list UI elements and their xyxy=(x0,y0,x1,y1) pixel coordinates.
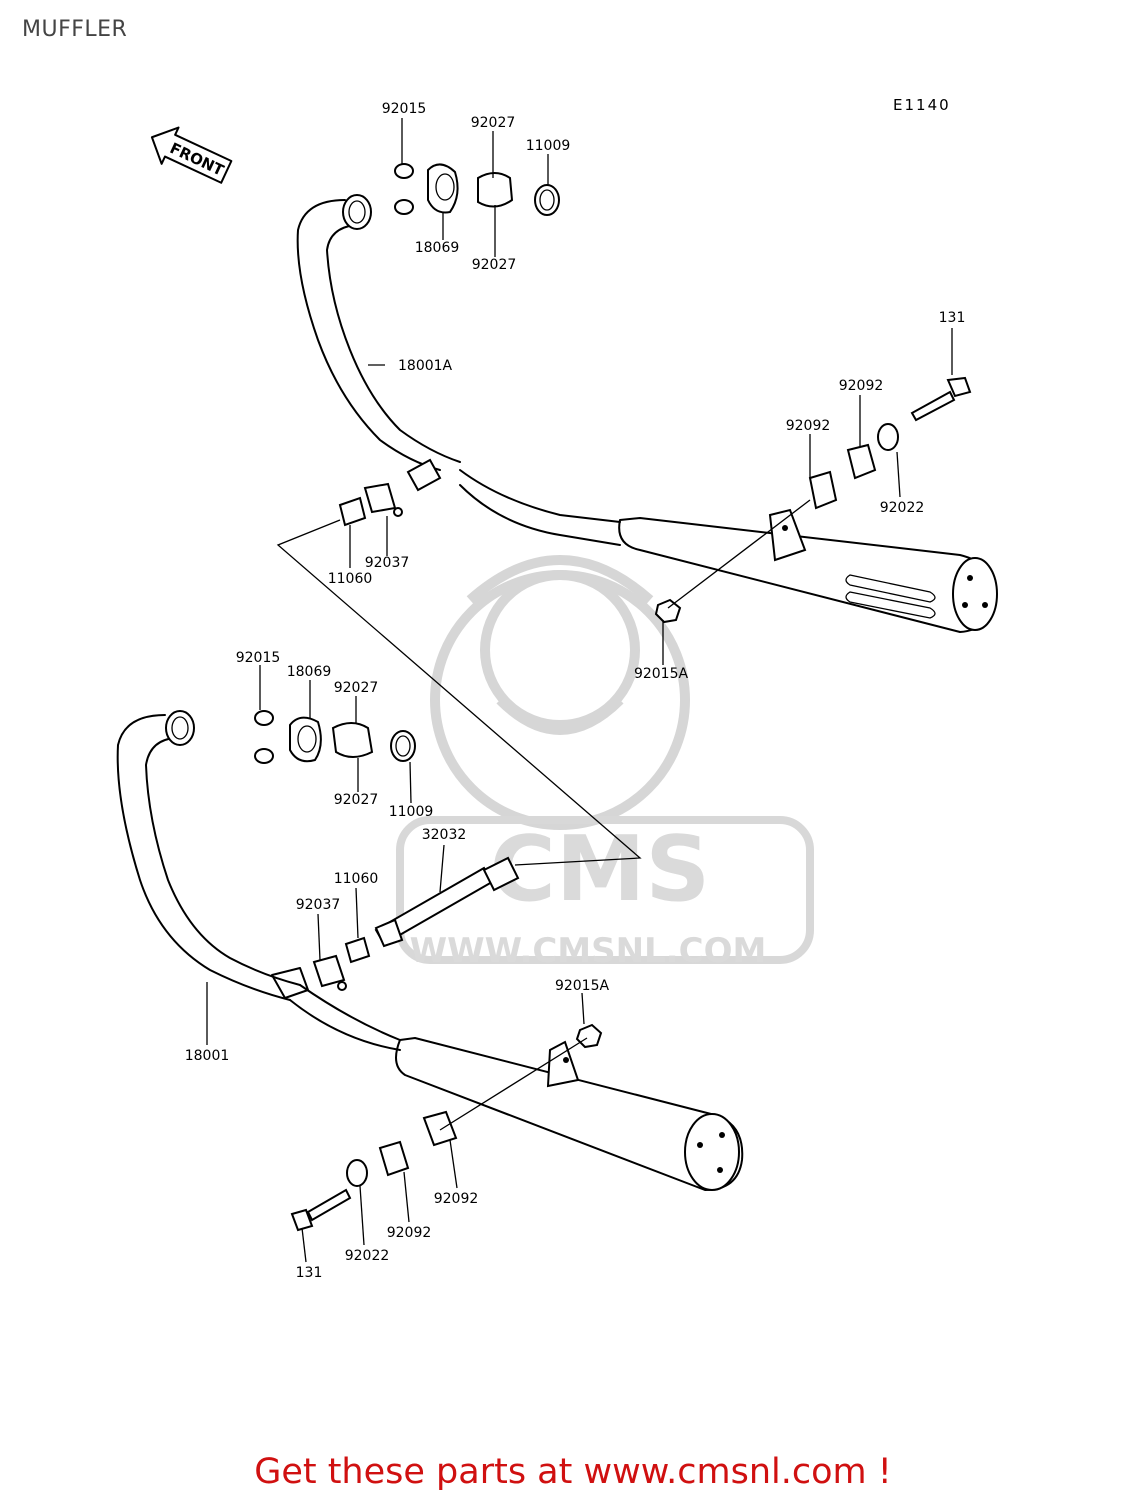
watermark-url: WWW.CMSNL.COM xyxy=(410,931,767,971)
assembly-lines xyxy=(276,499,811,1131)
upper-gasket-11009 xyxy=(534,184,560,216)
label-upper-18069: 18069 xyxy=(415,240,460,256)
lower-muffler xyxy=(395,1037,744,1191)
upper-exhaust-pipe xyxy=(296,194,621,546)
lower-gasket-11009 xyxy=(390,730,416,762)
upper-collar-92027 xyxy=(477,172,514,208)
label-lower-131: 131 xyxy=(296,1265,323,1281)
label-upper-92027-bottom: 92027 xyxy=(472,257,517,273)
label-lower-92015: 92015 xyxy=(236,650,281,666)
lower-damper-92092 xyxy=(378,1110,458,1177)
label-upper-11009: 11009 xyxy=(526,138,571,154)
lower-gasket-11060 xyxy=(344,936,371,964)
part-labels: 92015 92027 11009 18069 92027 18001A 131… xyxy=(185,101,966,1281)
label-upper-92015A: 92015A xyxy=(634,666,689,682)
diagram-code: E1140 xyxy=(893,96,951,114)
page-title: MUFFLER xyxy=(22,17,128,42)
front-arrow-icon: FRONT xyxy=(150,126,233,184)
lower-nut-92015 xyxy=(254,710,274,764)
watermark-brand: CMS xyxy=(490,817,710,922)
lower-washer-92022 xyxy=(346,1159,368,1187)
label-lower-92022: 92022 xyxy=(345,1248,390,1264)
upper-washer-92022 xyxy=(877,423,899,451)
label-lower-92037: 92037 xyxy=(296,897,341,913)
lower-bolt-131 xyxy=(290,1188,352,1232)
upper-damper-92092 xyxy=(808,443,877,510)
lower-collar-92027 xyxy=(331,722,374,758)
footer-link[interactable]: Get these parts at www.cmsnl.com ! xyxy=(254,1452,892,1492)
label-lower-92092-b: 92092 xyxy=(387,1225,432,1241)
cms-watermark: CMS WWW.CMSNL.COM xyxy=(396,555,814,971)
lower-exhaust-pipe xyxy=(116,710,401,1051)
label-lower-92027-bottom: 92027 xyxy=(334,792,379,808)
upper-muffler xyxy=(618,508,998,633)
label-upper-18001A: 18001A xyxy=(398,358,453,374)
label-lower-11009: 11009 xyxy=(389,804,434,820)
upper-bolt-131 xyxy=(910,376,972,422)
label-upper-92015: 92015 xyxy=(382,101,427,117)
lower-nut-92015A xyxy=(575,1023,603,1049)
label-upper-92037: 92037 xyxy=(365,555,410,571)
label-lower-92015A: 92015A xyxy=(555,978,610,994)
upper-nut-92015 xyxy=(394,163,414,215)
label-lower-18001: 18001 xyxy=(185,1048,230,1064)
leader-lines xyxy=(206,118,953,1263)
lower-flange-18069 xyxy=(289,716,322,763)
lower-clamp-92037 xyxy=(312,954,347,991)
label-upper-92022: 92022 xyxy=(880,500,925,516)
label-upper-131: 131 xyxy=(939,310,966,326)
upper-nut-92015A xyxy=(654,598,682,624)
label-upper-11060: 11060 xyxy=(328,571,373,587)
label-upper-92092-left: 92092 xyxy=(786,418,831,434)
label-upper-92027-top: 92027 xyxy=(471,115,516,131)
label-upper-92092-right: 92092 xyxy=(839,378,884,394)
lower-connector-32032 xyxy=(374,856,520,948)
label-lower-32032: 32032 xyxy=(422,827,467,843)
upper-flange-18069 xyxy=(427,163,459,214)
upper-connector xyxy=(338,458,442,527)
label-lower-92027-top: 92027 xyxy=(334,680,379,696)
label-lower-18069: 18069 xyxy=(287,664,332,680)
label-lower-92092-a: 92092 xyxy=(434,1191,479,1207)
label-lower-11060: 11060 xyxy=(334,871,379,887)
